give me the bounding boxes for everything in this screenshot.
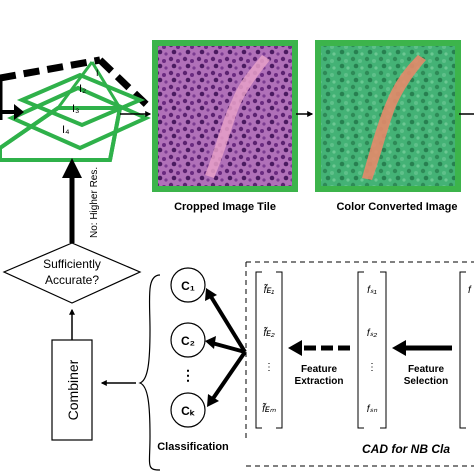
classifier-ck-label: Cₖ [181,404,196,418]
classifier-c2 [170,322,206,358]
extracted-feature-2: f̃ᴇ₂ [263,326,274,339]
decision-line2: Accurate? [45,273,99,287]
classifier-c1-label: C₁ [181,279,195,293]
decision-line1: Sufficiently [43,257,101,271]
pyramid-level-2: I₂ [79,83,86,95]
pyramid-level-3: I₃ [72,103,80,115]
cad-dashed-frame [245,261,474,467]
selected-feature-1: fₛ₁ [367,285,377,296]
combiner-box [51,339,93,441]
feature-extraction-line1: Feature [301,364,338,375]
extracted-feature-1: f̃ᴇ₁ [264,283,275,296]
cropped-image-tile [152,40,298,192]
full-feature-bracket-left [459,271,466,429]
pyramid-level-4: I₄ [62,124,70,136]
extracted-feature-m: f̃ᴇₘ [262,402,276,415]
classification-caption: Classification [157,441,229,453]
full-feature-partial: f [468,285,472,296]
feature-selection-line1: Feature [408,364,445,375]
extracted-bracket-left [255,271,262,429]
cropped-tile-caption: Cropped Image Tile [174,201,276,213]
cropped-tile-vessel [205,55,270,178]
selected-bracket-right [380,271,387,429]
decision-diamond [2,242,142,304]
classifier-fan-arrows [205,288,247,407]
image-pyramid [0,56,153,162]
classifier-dots: ⋮ [181,367,195,383]
extracted-bracket-right [276,271,283,429]
selected-feature-2: fₛ₂ [367,328,378,339]
classifier-ck [170,392,206,428]
pyramid-level-top: I [96,68,99,78]
feature-extraction-line2: Extraction [295,376,344,387]
no-higher-res-label: No: Higher Res. [89,167,100,238]
feature-selection-line2: Selection [404,376,448,387]
color-converted-tile [315,40,461,192]
combiner-label: Combiner [65,359,81,420]
extracted-feature-dots: ⋮ [264,362,274,373]
selected-feature-n: fₛₙ [367,404,379,415]
selected-feature-dots: ⋮ [367,362,377,373]
classifier-c2-label: C₂ [181,334,195,348]
selected-bracket-left [357,271,364,429]
classifier-c1 [170,267,206,303]
cad-label: CAD for NB Cla [362,442,450,456]
classifier-brace [138,274,161,471]
color-tile-vessel [362,55,426,180]
color-tile-caption: Color Converted Image [336,201,457,213]
